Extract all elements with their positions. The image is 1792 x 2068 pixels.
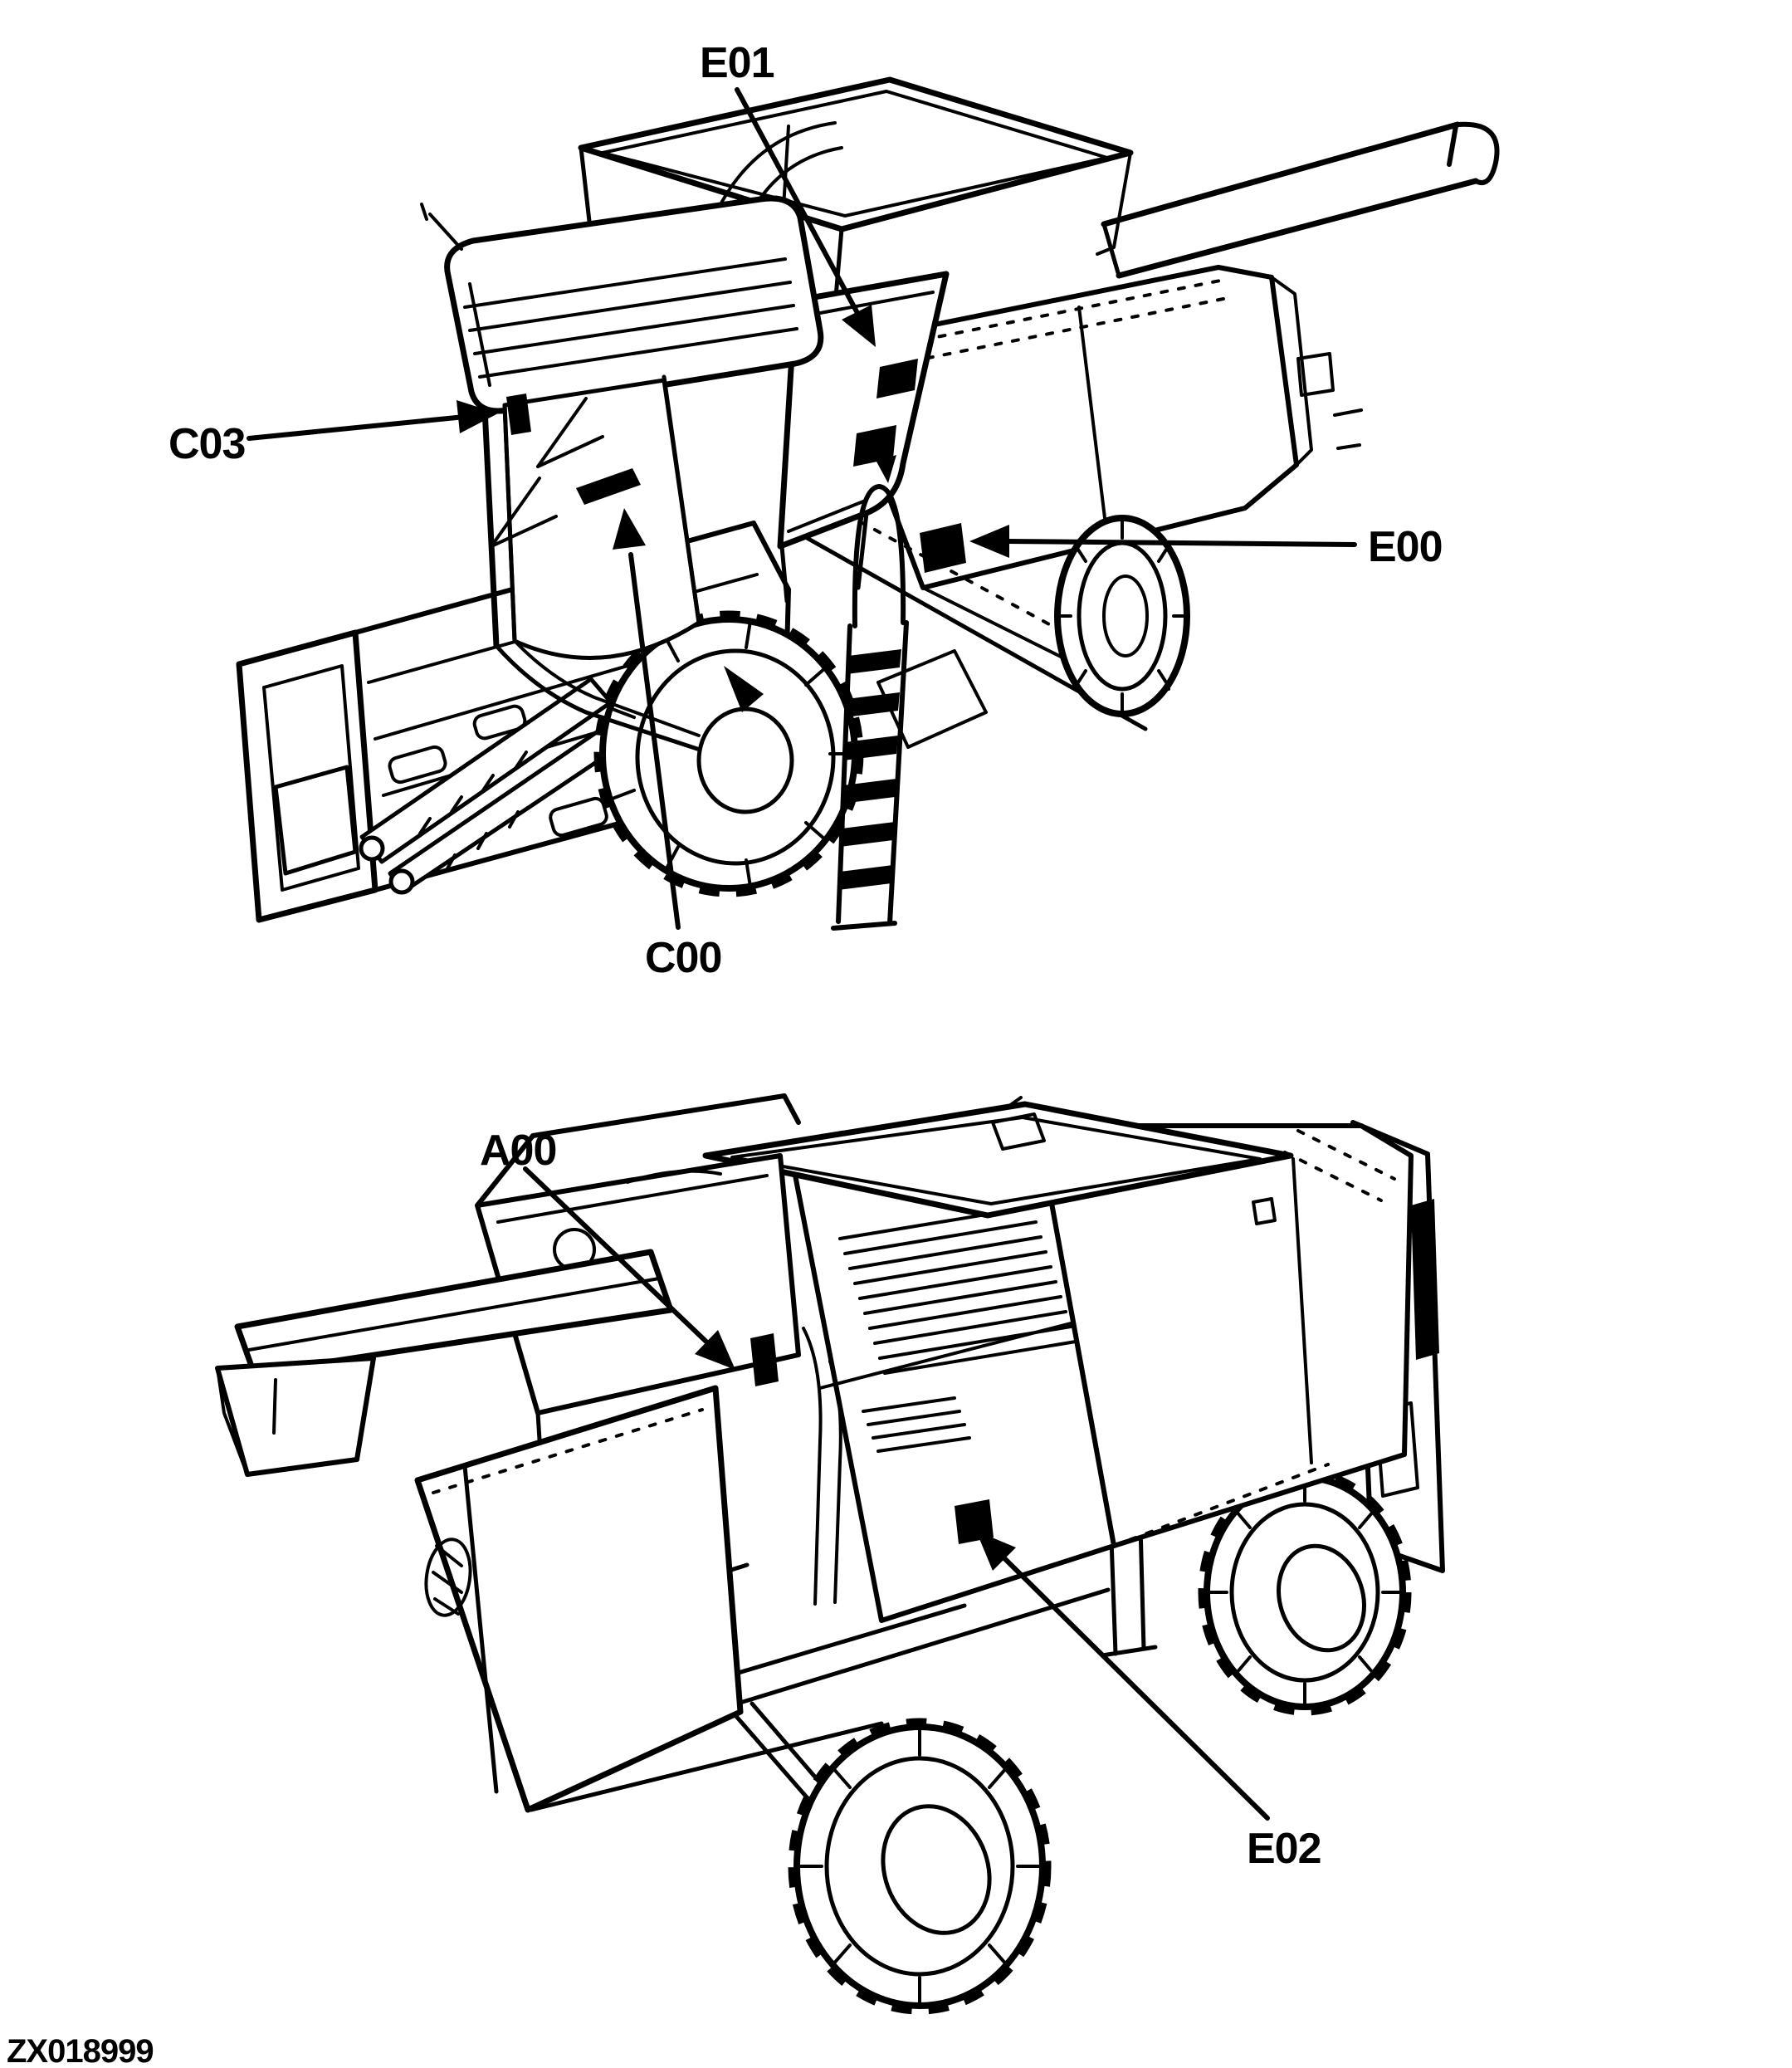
rear-wheel-left (788, 1718, 1052, 2015)
callout-E02: E02 (955, 1499, 1322, 1873)
cab (420, 195, 824, 751)
unloading-auger-rear (215, 1249, 674, 1477)
arrowhead (976, 1531, 1016, 1571)
engine-panel (790, 1123, 1116, 1623)
direction-arrow (724, 666, 764, 712)
marker-C03-target (506, 394, 531, 435)
grain-tank-top (702, 1096, 1294, 1219)
arrowhead (969, 525, 1009, 558)
ladder (831, 484, 909, 931)
callout-label-E00: E00 (1368, 523, 1443, 571)
marker-E02-target (955, 1499, 994, 1544)
rear-wheel (1054, 515, 1190, 717)
callout-E00: E00 (920, 523, 1443, 573)
callout-E01: E01 (700, 39, 876, 347)
callout-layer: E01 C03 E00 C00 A00 (7, 39, 1443, 2068)
callout-label-E01: E01 (700, 39, 774, 87)
front-wheel (593, 610, 864, 897)
arrowhead (842, 305, 876, 347)
marker-E00-target (920, 523, 966, 573)
callout-C03: C03 (168, 394, 531, 468)
marker-C00-target (576, 468, 641, 505)
antenna (420, 203, 463, 251)
marker-A00-target (750, 1333, 779, 1386)
arrowhead (613, 508, 646, 550)
callout-C00: C00 (576, 468, 722, 982)
figure-code: ZX018999 (7, 2033, 154, 2068)
body-rear-right (1035, 1123, 1414, 1548)
figure-combine-rear-left-view (215, 1093, 1445, 2015)
unloading-auger (1101, 121, 1500, 279)
callout-A00: A00 (480, 1127, 779, 1386)
callout-label-A00: A00 (480, 1127, 556, 1175)
figure-combine-front-left-view (236, 76, 1500, 931)
arrowhead (457, 400, 498, 433)
windshield (502, 378, 701, 660)
wipers (490, 397, 604, 548)
callout-label-E02: E02 (1247, 1825, 1321, 1873)
marker-E01-target (876, 359, 918, 398)
auger-spout (215, 1356, 376, 1477)
marker-feeder-lower (853, 425, 896, 483)
body-side-panels (793, 265, 1363, 749)
arrowhead (695, 1330, 735, 1370)
callout-label-C00: C00 (645, 934, 721, 982)
callout-label-C03: C03 (168, 420, 245, 468)
side-box (414, 1385, 744, 1813)
